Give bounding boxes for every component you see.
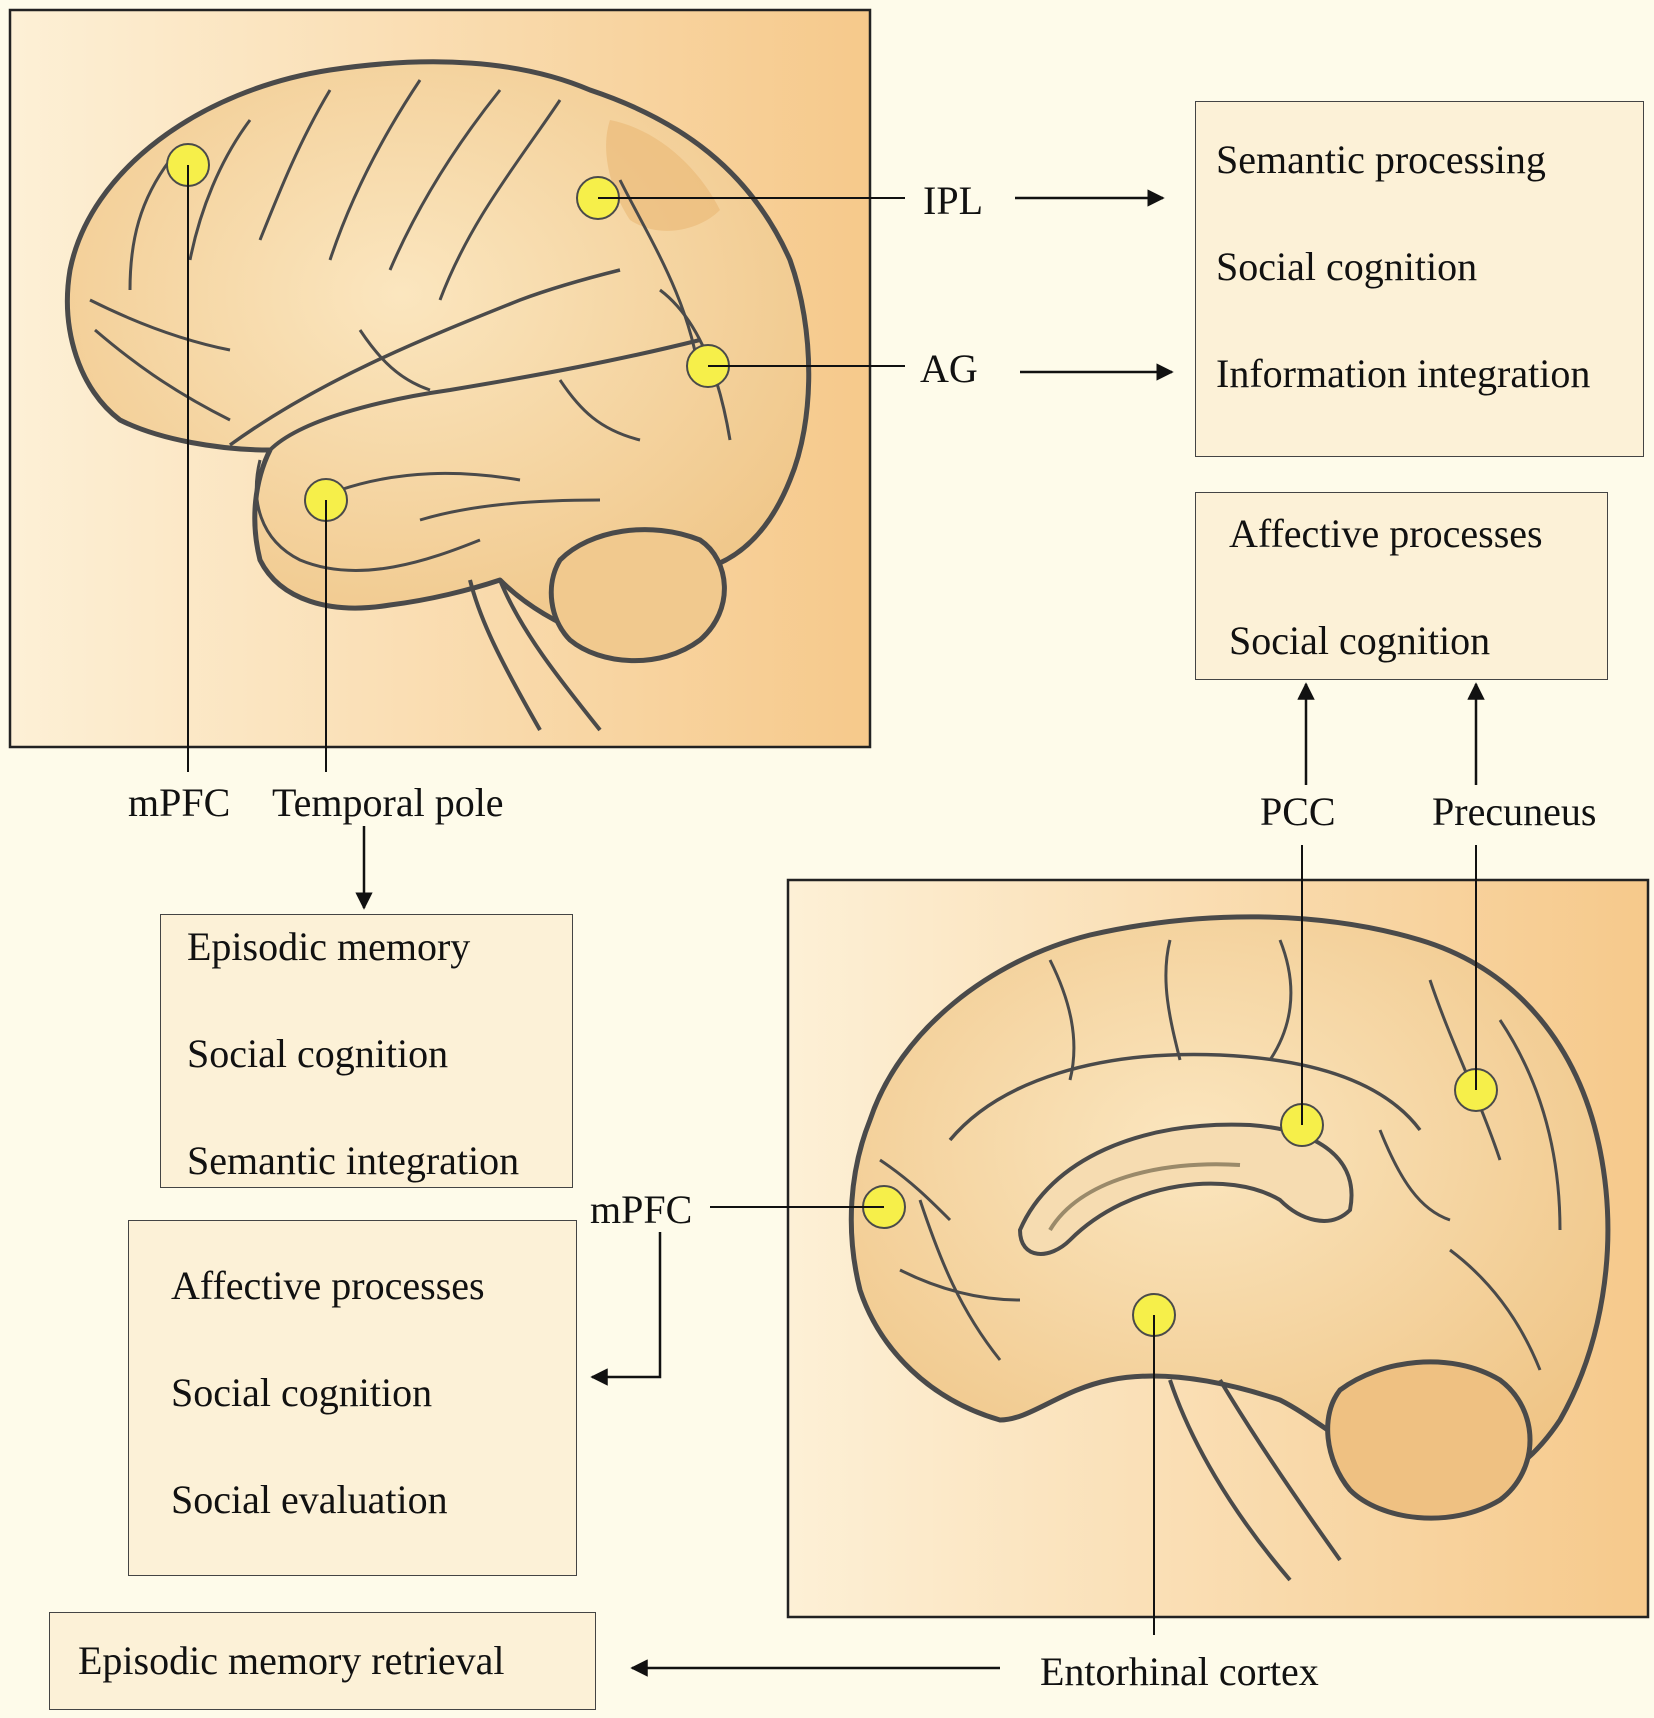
connector-lines [187,165,1477,1635]
lateral-brain-panel [8,8,872,749]
ipl-ag-function-box: Semantic processing Social cognition Inf… [1195,101,1644,457]
function-item: Social cognition [1216,244,1478,289]
medial-brain-panel [786,878,1650,1619]
arrows [355,189,1485,1677]
function-item: Social cognition [1229,618,1491,663]
ag-label: AG [920,346,978,391]
function-item: Semantic processing [1216,137,1546,182]
lateral-brain-illustration [65,59,812,732]
function-item: Information integration [1216,351,1591,396]
mpfc-function-box: Affective processes Social cognition Soc… [128,1220,577,1576]
ipl-label: IPL [923,178,983,223]
function-item: Social cognition [187,1031,449,1076]
entorhinal-label: Entorhinal cortex [1040,1649,1319,1694]
pcc-label: PCC [1260,789,1336,834]
mpfc-medial-label: mPFC [590,1187,693,1232]
pcc-precuneus-function-box: Affective processes Social cognition [1195,492,1608,680]
function-item: Episodic memory retrieval [78,1638,505,1683]
entorhinal-function-box: Episodic memory retrieval [49,1612,596,1710]
function-item: Semantic integration [187,1138,520,1183]
precuneus-label: Precuneus [1432,789,1597,834]
temporal-pole-label: Temporal pole [272,780,504,825]
mpfc-arrow [590,1232,662,1386]
function-item: Social evaluation [171,1477,448,1522]
function-item: Social cognition [171,1370,433,1415]
temporal-pole-function-box: Episodic memory Social cognition Semanti… [160,914,573,1188]
function-item: Affective processes [171,1263,485,1308]
mpfc-lateral-label: mPFC [128,780,231,825]
medial-brain-illustration [848,914,1611,1582]
function-item: Affective processes [1229,511,1543,556]
function-item: Episodic memory [187,924,471,969]
